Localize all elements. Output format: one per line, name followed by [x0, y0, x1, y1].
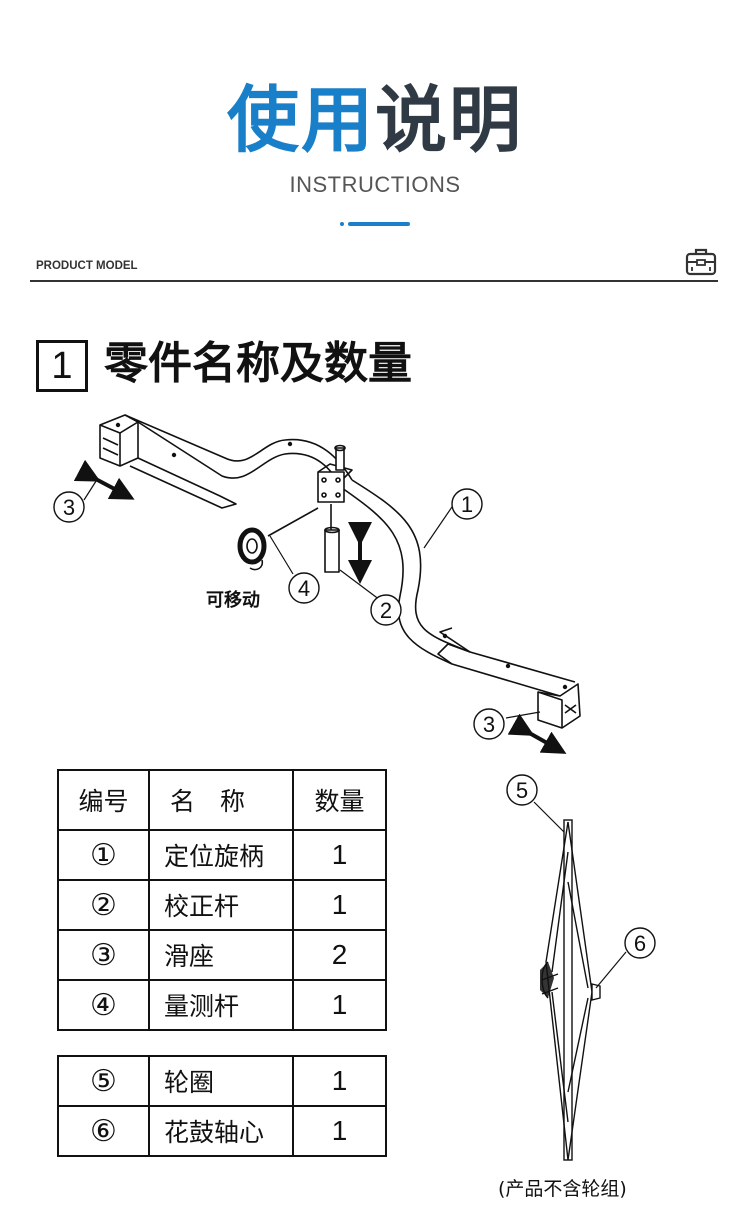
header-name: 名 称 [148, 769, 294, 831]
toolbox-icon [685, 248, 717, 276]
callout-3-left: 3 [63, 495, 75, 520]
parts-table: 编号 名 称 数量 ① 定位旋柄 1 ② 校正杆 1 ③ 滑座 2 ④ 量测杆 … [57, 769, 387, 1031]
callout-6: 6 [634, 931, 646, 956]
row-name: 定位旋柄 [148, 829, 294, 881]
row-number: ① [57, 829, 150, 881]
accent-bar [348, 222, 410, 226]
product-model-label: PRODUCT MODEL [36, 260, 138, 272]
row-number: ⑥ [57, 1105, 150, 1157]
table-row: ② 校正杆 1 [57, 879, 387, 931]
callout-1: 1 [461, 492, 473, 517]
page-subtitle: INSTRUCTIONS [289, 172, 461, 197]
truing-stand-diagram: 1 2 3 4 3 可移动 [53, 414, 581, 754]
accent-dot [340, 222, 344, 226]
row-name: 滑座 [148, 929, 294, 981]
page-title-blue: 使用 [226, 78, 375, 162]
row-quantity: 1 [292, 829, 387, 881]
header-quantity: 数量 [292, 769, 387, 831]
row-number: ② [57, 879, 150, 931]
row-quantity: 1 [292, 879, 387, 931]
callout-4: 4 [298, 576, 310, 601]
row-number: ⑤ [57, 1055, 150, 1107]
page-title-dark: 说明 [375, 78, 524, 162]
row-quantity: 1 [292, 1105, 387, 1157]
row-name: 花鼓轴心 [148, 1105, 294, 1157]
table-row: ③ 滑座 2 [57, 929, 387, 981]
wheel-note: (产品不含轮组) [498, 1178, 627, 1200]
table-row: ① 定位旋柄 1 [57, 829, 387, 881]
row-name: 校正杆 [148, 879, 294, 931]
table-row: ⑥ 花鼓轴心 1 [57, 1105, 387, 1157]
parts-table-secondary: ⑤ 轮圈 1 ⑥ 花鼓轴心 1 [57, 1055, 387, 1157]
callout-3-right: 3 [483, 712, 495, 737]
row-name: 量测杆 [148, 979, 294, 1031]
row-number: ③ [57, 929, 150, 981]
header-divider [30, 280, 718, 282]
row-name: 轮圈 [148, 1055, 294, 1107]
table-row: ④ 量测杆 1 [57, 979, 387, 1031]
callout-2: 2 [380, 598, 392, 623]
callout-5: 5 [516, 778, 528, 803]
page-title: 使用说明 [0, 78, 750, 162]
section-title: 零件名称及数量 [104, 338, 412, 389]
movable-label: 可移动 [206, 589, 260, 611]
row-number: ④ [57, 979, 150, 1031]
row-quantity: 1 [292, 979, 387, 1031]
table-header-row: 编号 名 称 数量 [57, 769, 387, 831]
header-number: 编号 [57, 769, 150, 831]
row-quantity: 2 [292, 929, 387, 981]
table-row: ⑤ 轮圈 1 [57, 1055, 387, 1107]
row-quantity: 1 [292, 1055, 387, 1107]
wheel-side-diagram: 5 6 [506, 774, 656, 1161]
section-number-box: 1 [36, 340, 88, 392]
